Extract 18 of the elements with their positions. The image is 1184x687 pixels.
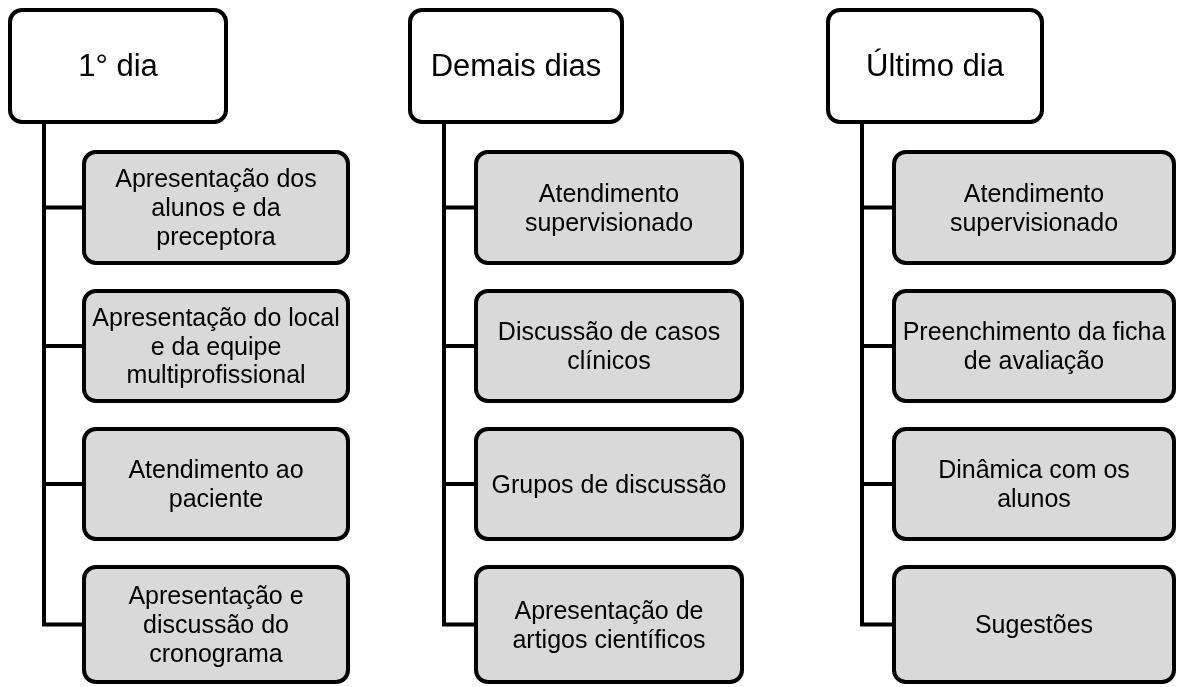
- activity-box: Sugestões: [892, 565, 1176, 684]
- activity-box: Grupos de discussão: [474, 427, 744, 541]
- activity-box: Atendimento supervisionado: [474, 150, 744, 265]
- activity-box: Apresentação do local e da equipe multiprofissional: [82, 289, 350, 403]
- activity-box: Apresentação dos alunos e da preceptora: [82, 150, 350, 265]
- activity-box: Atendimento supervisionado: [892, 150, 1176, 265]
- activity-box: Apresentação de artigos científicos: [474, 565, 744, 684]
- activity-box: Dinâmica com os alunos: [892, 427, 1176, 541]
- connector-line: [42, 124, 82, 627]
- activity-box: Preenchimento da ficha de avaliação: [892, 289, 1176, 403]
- header-box: Último dia: [826, 8, 1044, 124]
- activity-box: Discussão de casos clínicos: [474, 289, 744, 403]
- header-box: Demais dias: [408, 8, 624, 124]
- connector-line: [860, 124, 892, 627]
- activity-box: Apresentação e discussão do cronograma: [82, 565, 350, 684]
- connector-line: [442, 124, 474, 627]
- activity-box: Atendimento ao paciente: [82, 427, 350, 541]
- header-box: 1° dia: [8, 8, 228, 124]
